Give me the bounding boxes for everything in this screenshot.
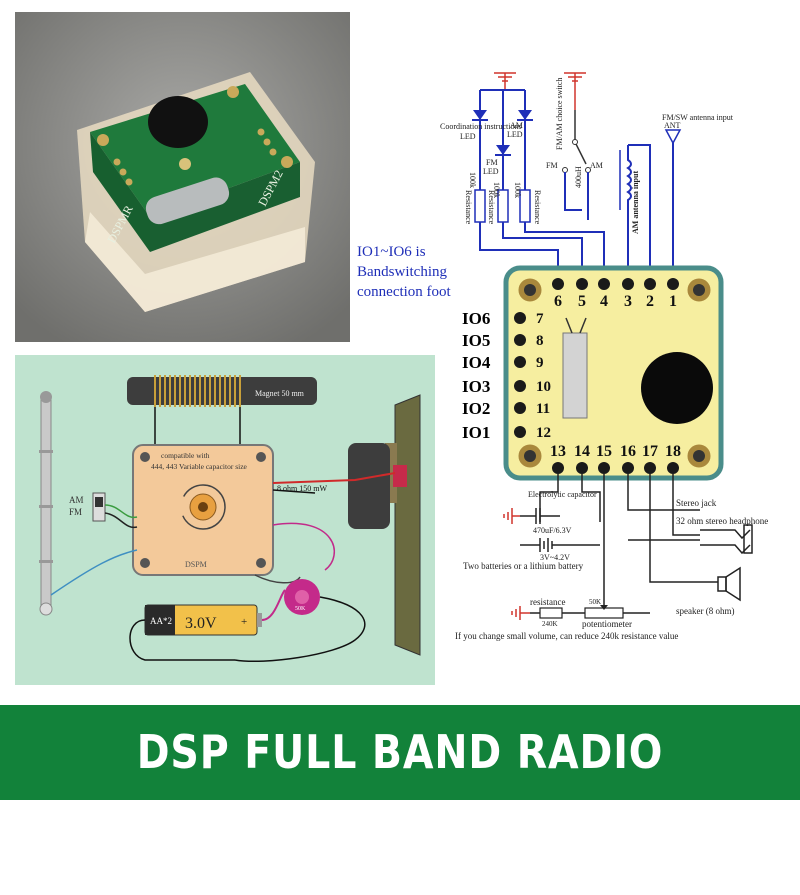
electrolytic-capacitor bbox=[520, 508, 560, 524]
res-value-1: 100k bbox=[468, 172, 477, 188]
pin-17: 17 bbox=[642, 443, 658, 460]
dsp-chip bbox=[641, 352, 713, 424]
io-label-io2: IO2 bbox=[462, 399, 491, 418]
antenna-symbol bbox=[664, 129, 682, 145]
pot-label: potentiometer bbox=[582, 619, 632, 629]
pin-3: 3 bbox=[624, 293, 632, 310]
am-led-line2: LED bbox=[507, 130, 523, 139]
am-inductor bbox=[626, 144, 651, 278]
module-photo-illustration: DSPMR DSPM2 bbox=[15, 12, 350, 342]
antenna-line1: FM/SW antenna input bbox=[662, 113, 734, 122]
battery-note: Two batteries or a lithium battery bbox=[463, 561, 584, 571]
io-note-line3: connection foot bbox=[357, 284, 451, 300]
stereo-label-line1: Stereo jack bbox=[676, 498, 717, 508]
compat-line2: 444, 443 Variable capacitor size bbox=[151, 462, 248, 471]
stereo-jack bbox=[700, 524, 753, 555]
schematic: Coordination instructions LED FM LED AM … bbox=[440, 60, 800, 650]
pin-5: 5 bbox=[578, 293, 586, 310]
res-label-3: Resistance bbox=[533, 190, 542, 225]
banner-title: DSP FULL BAND RADIO MODULE bbox=[136, 725, 664, 874]
io-note-line1: IO1~IO6 is bbox=[357, 244, 426, 260]
electrolytic-label: Electrolytic capacitor bbox=[528, 490, 597, 499]
magnet-label: Magnet 50 mm bbox=[255, 389, 305, 398]
module-photo: DSPMR DSPM2 bbox=[15, 12, 350, 342]
speaker-label: 8 ohm 150 mW bbox=[277, 484, 327, 493]
pin-7: 7 bbox=[536, 311, 544, 327]
pin-6: 6 bbox=[554, 293, 562, 310]
io-label-io3: IO3 bbox=[462, 377, 491, 396]
battery-plus: + bbox=[241, 616, 247, 628]
res-label-1: Resistance bbox=[464, 190, 473, 225]
module-label: DSPM bbox=[185, 560, 207, 569]
pin-14: 14 bbox=[574, 443, 590, 460]
resistance-value: 240K bbox=[542, 620, 558, 628]
pin-15: 15 bbox=[596, 443, 612, 460]
telescopic-antenna bbox=[40, 396, 52, 608]
coord-led-line1: Coordination instructions bbox=[440, 122, 522, 131]
io-label-io1: IO1 bbox=[462, 423, 491, 442]
res-value-2: 100k bbox=[492, 182, 501, 198]
resistance-label: resistance bbox=[530, 597, 565, 607]
title-banner: DSP FULL BAND RADIO MODULE bbox=[0, 705, 800, 874]
io-label-io4: IO4 bbox=[462, 353, 491, 372]
cap-value: 470uF/6.3V bbox=[533, 526, 572, 535]
compat-line1: compatible with bbox=[161, 451, 210, 460]
pin-4: 4 bbox=[600, 293, 608, 310]
pot-value: 50K bbox=[589, 598, 601, 606]
module-board bbox=[503, 265, 724, 481]
volume-resistor bbox=[539, 607, 563, 619]
io-label-io6: IO6 bbox=[462, 309, 491, 328]
switch-label-am: AM bbox=[69, 495, 84, 505]
volume-note: If you change small volume, can reduce 2… bbox=[455, 631, 678, 641]
pin-2: 2 bbox=[646, 293, 654, 310]
fm-led-line2: LED bbox=[483, 167, 499, 176]
am-led-line1: AM bbox=[510, 121, 523, 130]
pin-8: 8 bbox=[536, 333, 544, 349]
battery-range: 3V~4.2V bbox=[540, 553, 570, 562]
ground-symbol-top-left bbox=[494, 72, 516, 90]
speaker-label: speaker (8 ohm) bbox=[676, 606, 734, 616]
battery-symbol bbox=[520, 538, 600, 552]
coord-led bbox=[473, 110, 487, 120]
pin-13: 13 bbox=[550, 443, 566, 460]
switch-label-fm: FM bbox=[69, 507, 82, 517]
res-value-3: 100k bbox=[513, 182, 522, 198]
pin-9: 9 bbox=[536, 355, 544, 371]
speaker-symbol bbox=[700, 566, 741, 602]
io-note-line2: Bandswitching bbox=[357, 264, 447, 280]
wiring-diagram: AM FM Magnet 50 mm compatible with 444, … bbox=[15, 355, 435, 685]
battery-voltage: 3.0V bbox=[185, 615, 217, 632]
pin-12: 12 bbox=[536, 425, 551, 441]
inductor-value: 400uH bbox=[574, 166, 583, 188]
pin-11: 11 bbox=[536, 401, 550, 417]
fm-led-line1: FM bbox=[486, 158, 498, 167]
io-note: IO1~IO6 is Bandswitching connection foot bbox=[357, 242, 467, 302]
resistor-1 bbox=[474, 189, 486, 223]
antenna-line2: ANT bbox=[664, 121, 681, 130]
switch-label: FM/AM choice switch bbox=[555, 78, 564, 150]
pin-10: 10 bbox=[536, 379, 551, 395]
ground-symbol-cap bbox=[503, 508, 520, 524]
battery-type: AA*2 bbox=[150, 616, 172, 626]
ground-symbol-top-right bbox=[564, 72, 586, 110]
stereo-label-line2: 32 ohm stereo headphone bbox=[676, 516, 768, 526]
speaker bbox=[394, 394, 421, 656]
schematic-svg: Coordination instructions LED FM LED AM … bbox=[440, 72, 768, 641]
pin-16: 16 bbox=[620, 443, 636, 460]
coord-led-line2: LED bbox=[460, 132, 476, 141]
switch-am: AM bbox=[590, 161, 603, 170]
ground-symbol-pot bbox=[511, 606, 530, 620]
pin-18: 18 bbox=[665, 443, 681, 460]
am-antenna-label: AM antenna input bbox=[631, 171, 640, 234]
res-label-2: Resistance bbox=[487, 190, 496, 225]
pot-label: 50K bbox=[295, 606, 306, 612]
pin-1: 1 bbox=[669, 293, 677, 310]
crystal bbox=[562, 332, 588, 419]
am-led bbox=[518, 110, 532, 120]
switch-fm: FM bbox=[546, 161, 558, 170]
io-label-io5: IO5 bbox=[462, 331, 491, 350]
fm-led bbox=[496, 145, 510, 155]
